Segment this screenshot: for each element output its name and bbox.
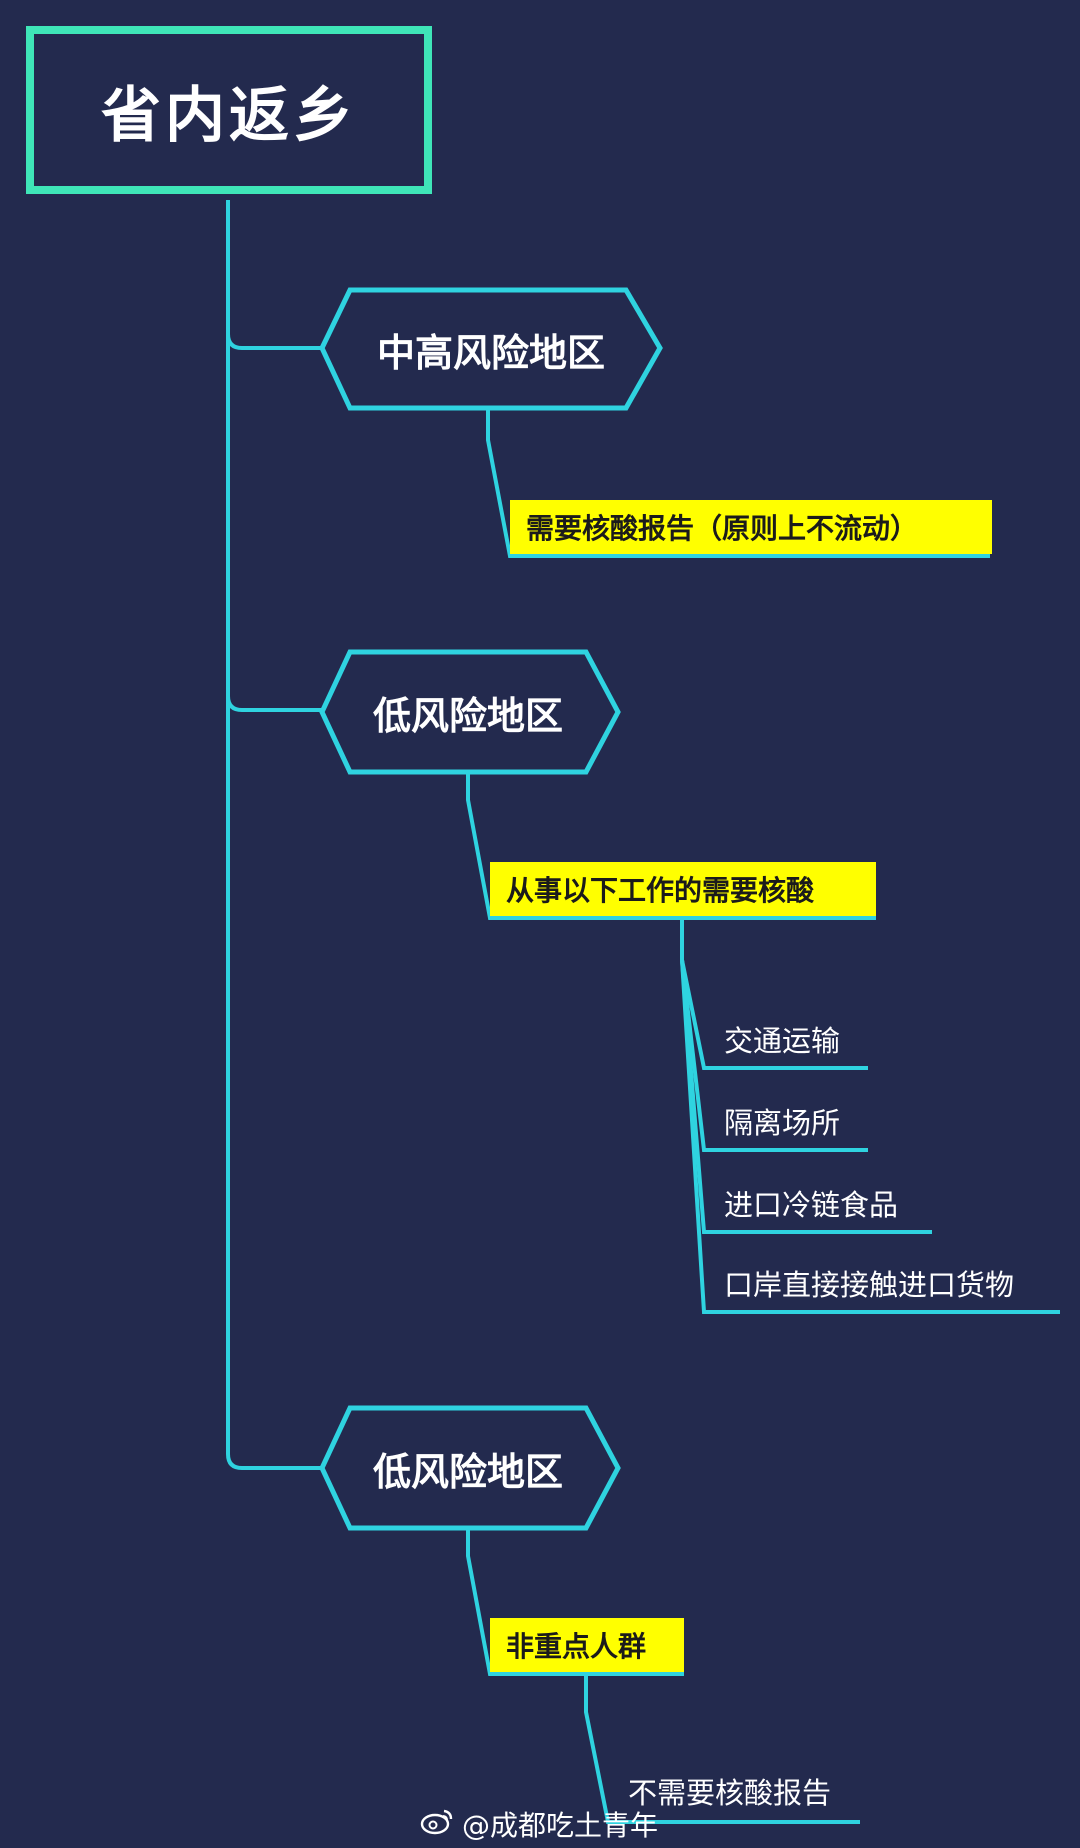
trunk-line	[226, 200, 322, 1470]
trunk-branch-2	[226, 695, 322, 712]
watermark: @成都吃土青年	[420, 1804, 658, 1844]
branch-label-low-risk-2: 低风险地区	[372, 1449, 563, 1494]
watermark-text: @成都吃土青年	[462, 1809, 659, 1842]
leaf-connector-4	[680, 918, 1060, 1314]
hex-node-3[interactable]	[319, 1405, 621, 1531]
branch-label-high-risk: 中高风险地区	[376, 330, 605, 375]
tag-non-key-groups[interactable]: 非重点人群	[490, 1618, 684, 1672]
leaf-isolation: 隔离场所	[724, 1106, 841, 1140]
branch1-tag-connector	[486, 408, 990, 558]
tag-high-risk[interactable]: 需要核酸报告（原则上不流动）	[510, 500, 992, 554]
branch3-leaf-connector	[584, 1674, 860, 1824]
tag-low-risk-work[interactable]: 从事以下工作的需要核酸	[490, 862, 876, 916]
leaf-cold-chain: 进口冷链食品	[724, 1188, 899, 1222]
leaf-no-test-needed: 不需要核酸报告	[628, 1776, 832, 1810]
leaf-port-contact: 口岸直接接触进口货物	[724, 1268, 1015, 1302]
root-title: 省内返乡	[101, 80, 357, 151]
hex-node-1[interactable]	[319, 287, 663, 411]
leaf-transport: 交通运输	[724, 1024, 841, 1058]
root-node[interactable]: 省内返乡	[26, 26, 432, 194]
weibo-icon	[420, 1807, 454, 1842]
hex-node-2[interactable]	[319, 649, 621, 775]
trunk-branch-1	[226, 333, 322, 350]
branch-label-low-risk-1: 低风险地区	[372, 693, 563, 738]
